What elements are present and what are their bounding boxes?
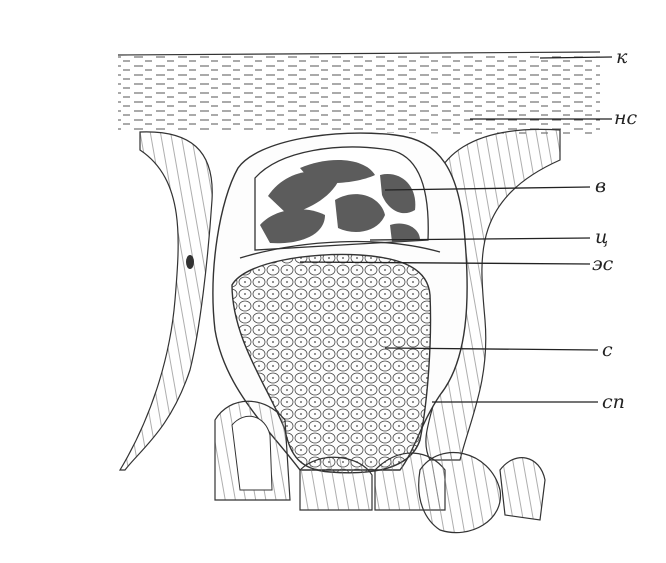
label-k: к bbox=[616, 46, 628, 68]
cell-nucleus bbox=[186, 255, 194, 269]
label-sp: сп bbox=[602, 391, 625, 413]
label-v: в bbox=[595, 175, 606, 197]
label-s: с bbox=[602, 339, 613, 361]
label-ns: нс bbox=[614, 107, 638, 129]
left-fibrous-column bbox=[120, 132, 212, 470]
label-ts: ц bbox=[595, 226, 608, 248]
upper-chamber bbox=[255, 147, 428, 250]
upper-dashed-layer bbox=[118, 52, 600, 135]
label-es: эс bbox=[592, 253, 614, 275]
